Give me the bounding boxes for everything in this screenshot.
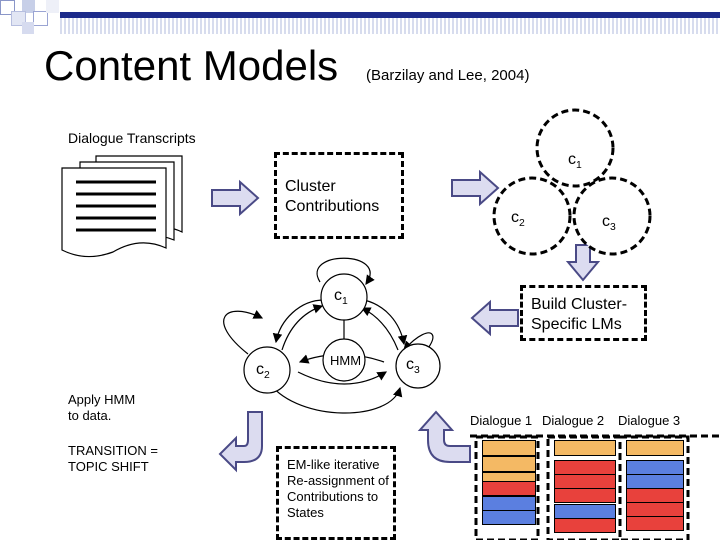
dialogue-column-frame: [474, 435, 540, 540]
arrow-right-icon: [211, 179, 260, 217]
bar-red: [554, 474, 616, 489]
title-rule: [60, 12, 720, 34]
arrow-right-icon: [451, 169, 500, 207]
hmm-state-c2: [243, 346, 291, 394]
hmm-label: HMM: [330, 353, 362, 368]
hmm-state-label-c3: c3: [406, 356, 420, 377]
cluster-label-c1: c1: [568, 151, 582, 172]
dialogue-label-3: Dialogue 3: [618, 413, 681, 428]
bar-orange: [482, 456, 536, 472]
arrow-uturn-up-icon: [417, 410, 471, 463]
arrow-uturn-left-icon: [218, 411, 263, 473]
bar-red: [626, 502, 684, 517]
bar-orange: [626, 440, 684, 456]
document-stack-icon: [61, 155, 183, 258]
bar-red: [554, 518, 616, 533]
bar-red: [554, 460, 616, 475]
cluster-label-c3: c3: [602, 213, 616, 234]
hmm-node: [322, 338, 366, 382]
cluster-circle-c3: [572, 176, 652, 256]
decorative-squares: [0, 0, 60, 40]
em-reassignment-box: EM-like iterative Re-assignment of Contr…: [276, 446, 396, 540]
lm-line1: Build Cluster-: [531, 296, 628, 313]
lm-line2: Specific LMs: [531, 316, 622, 333]
bar-red: [626, 488, 684, 503]
arrow-left-icon: [470, 299, 519, 337]
cluster-circle-c1: [535, 108, 615, 188]
bar-blue: [482, 510, 536, 525]
hmm-state-label-c2: c2: [256, 361, 270, 382]
cluster-contributions-box: Cluster Contributions: [274, 152, 404, 239]
transition-text: TRANSITION = TOPIC SHIFT: [68, 443, 158, 474]
cluster-line1: Cluster: [285, 178, 336, 195]
dialogue-label-1: Dialogue 1: [470, 413, 533, 428]
bar-red: [554, 488, 616, 503]
em-line4: States: [287, 505, 324, 520]
cluster-circle-c2: [492, 176, 572, 256]
hmm-state-c3: [395, 343, 441, 389]
em-line2: Re-assignment of: [287, 473, 389, 488]
dialogue-column-frame: [618, 435, 690, 540]
bar-red: [482, 481, 536, 496]
hmm-edges: [223, 257, 434, 414]
bar-blue: [626, 474, 684, 489]
apply-hmm-text: Apply HMM to data.: [68, 392, 136, 423]
cluster-line2: Contributions: [285, 198, 380, 215]
transcripts-label: Dialogue Transcripts: [68, 130, 196, 146]
bar-orange: [554, 440, 616, 456]
bar-blue: [482, 496, 536, 511]
build-lms-box: Build Cluster- Specific LMs: [520, 285, 647, 341]
slide-title: Content Models: [44, 42, 339, 89]
em-line3: Contributions to: [287, 489, 379, 504]
hmm-state-label-c1: c1: [334, 287, 348, 308]
bar-orange: [482, 440, 536, 456]
citation: (Barzilay and Lee, 2004): [366, 67, 530, 84]
bar-red: [626, 516, 684, 531]
bar-blue: [626, 460, 684, 475]
bar-blue: [554, 504, 616, 519]
dialogue-label-2: Dialogue 2: [542, 413, 605, 428]
cluster-label-c2: c2: [511, 209, 525, 230]
hmm-state-c1: [320, 273, 368, 321]
em-line1: EM-like iterative: [287, 457, 380, 472]
